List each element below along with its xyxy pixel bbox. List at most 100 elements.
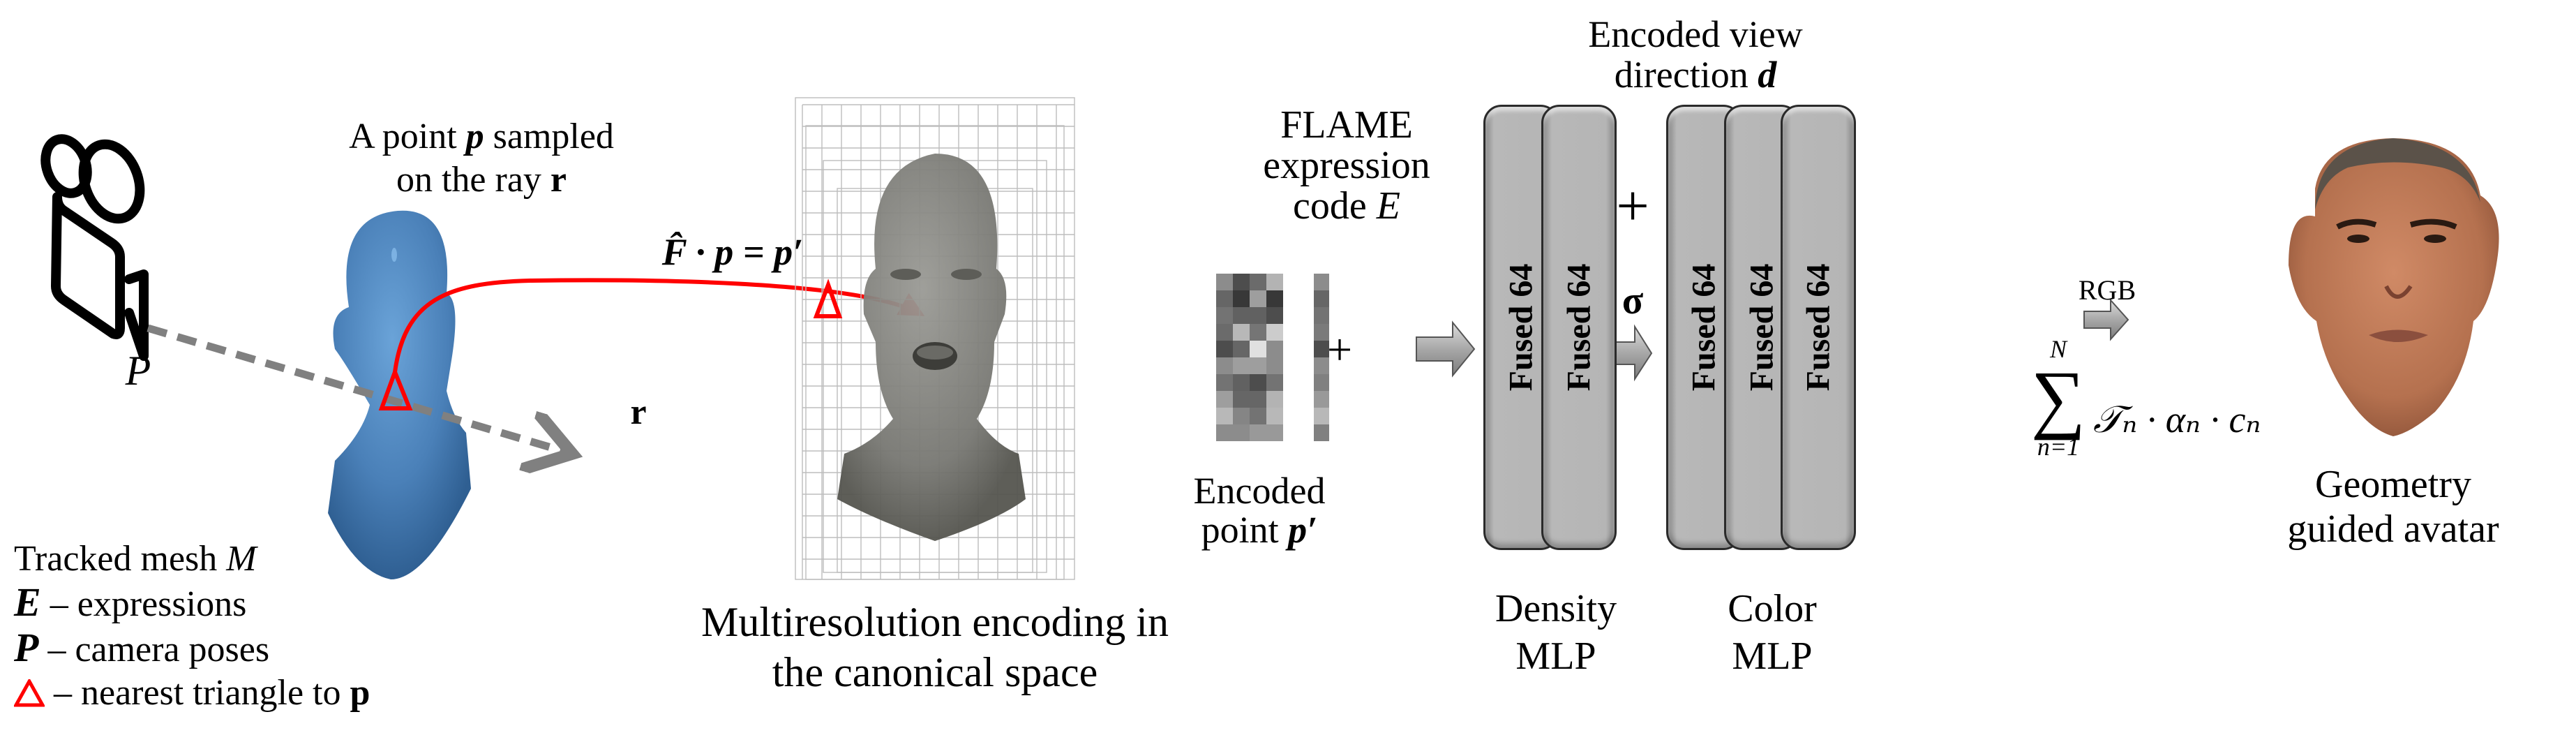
encoding-cell [1216, 408, 1233, 424]
encoding-cell [1266, 424, 1283, 441]
plus-symbol-view: + [1616, 174, 1649, 239]
encoding-cell [1216, 324, 1233, 341]
encoding-cell [1233, 374, 1250, 391]
encoding-cell [1216, 357, 1233, 374]
expression-code-cell [1314, 290, 1329, 307]
layer-label: Fused 64 [1743, 263, 1781, 392]
sampled-point-line1: A point [349, 117, 457, 156]
expression-code-bar [1314, 274, 1329, 441]
encoded-point-label: Encoded point p′ [1179, 471, 1340, 549]
encoding-cell [1233, 424, 1250, 441]
layer-label: Fused 64 [1502, 263, 1540, 392]
arrow-rgb-output [2083, 298, 2129, 341]
ray-label: r [630, 392, 647, 432]
avatar-face-image [2289, 138, 2499, 436]
color-caption-line2: MLP [1732, 635, 1813, 678]
encoding-cell [1266, 374, 1283, 391]
density-mlp-caption: Density MLP [1486, 585, 1626, 680]
legend-symbol-e: E [14, 579, 41, 625]
encoding-cell [1216, 374, 1233, 391]
legend: Tracked mesh M E – expressions P – camer… [13, 538, 370, 715]
flame-label-var: E [1376, 184, 1400, 228]
flame-label-line2: expression [1263, 144, 1430, 187]
sampled-point-label: A point p sampled on the ray r [307, 115, 656, 202]
layer-label: Fused 64 [1560, 263, 1598, 392]
density-caption-line1: Density [1495, 587, 1617, 630]
encoding-cell [1266, 391, 1283, 408]
sampled-point-line1-rest: sampled [493, 117, 614, 156]
color-mlp-layer-3: Fused 64 [1781, 105, 1856, 550]
flame-expression-label: FLAME expression code E [1242, 105, 1451, 226]
ray-line [147, 324, 572, 454]
expression-code-cell [1314, 307, 1329, 324]
flame-label-line1: FLAME [1280, 103, 1413, 147]
expression-code-cell [1314, 424, 1329, 441]
encoded-point-line2: point [1201, 509, 1279, 551]
legend-title-var: M [226, 539, 257, 579]
output-caption-line2: guided avatar [2287, 507, 2499, 551]
encoding-cell [1233, 341, 1250, 357]
nearest-triangle-marker [378, 366, 413, 410]
canonical-space-caption: Multiresolution encoding in the canonica… [656, 597, 1214, 697]
encoding-cell [1266, 408, 1283, 424]
encoding-cell [1233, 408, 1250, 424]
summation-symbol: N ∑ n=1 [2020, 335, 2097, 461]
deformation-equation: F̂ · p = p′ [661, 231, 804, 273]
sampled-point-line2: on the ray [396, 160, 541, 200]
encoding-cell [1233, 307, 1250, 324]
legend-item-camera-poses: P – camera poses [14, 626, 370, 672]
canonical-head [837, 154, 1026, 541]
encoding-cell [1216, 341, 1233, 357]
legend-item-expressions: E – expressions [14, 581, 370, 626]
encoded-point-var: p′ [1288, 509, 1318, 551]
encoding-cell [1233, 391, 1250, 408]
layer-label: Fused 64 [1685, 263, 1723, 392]
encoding-cell [1250, 324, 1266, 341]
sampled-point-ray-var: r [550, 160, 567, 200]
legend-title-text: Tracked mesh [14, 539, 218, 579]
encoding-cell [1266, 341, 1283, 357]
legend-text-expressions: – expressions [50, 584, 247, 624]
encoding-cell [1250, 424, 1266, 441]
expression-code-cell [1314, 324, 1329, 341]
arrow-to-density-mlp [1416, 320, 1476, 378]
expression-code-cell [1314, 341, 1329, 357]
encoding-cell [1266, 307, 1283, 324]
encoding-cell [1250, 357, 1266, 374]
view-direction-line2: direction [1614, 54, 1748, 96]
encoding-cell [1233, 357, 1250, 374]
plus-symbol-encoding: + [1326, 325, 1353, 374]
expression-code-cell [1314, 391, 1329, 408]
encoding-cell [1216, 290, 1233, 307]
color-mlp-caption: Color MLP [1702, 585, 1842, 680]
expression-code-cell [1314, 374, 1329, 391]
deformation-arrow [393, 278, 925, 373]
grid-box [805, 125, 1065, 580]
legend-title: Tracked mesh M [14, 538, 370, 581]
color-caption-line1: Color [1728, 587, 1817, 630]
encoding-cell [1216, 307, 1233, 324]
encoding-cell [1233, 290, 1250, 307]
layer-label: Fused 64 [1799, 263, 1837, 392]
encoded-point-grid [1216, 274, 1283, 441]
output-caption-line1: Geometry [2315, 463, 2471, 506]
encoding-cell [1250, 408, 1266, 424]
output-caption: Geometry guided avatar [2261, 462, 2526, 551]
sum-upper-limit: N [2049, 335, 2067, 363]
view-direction-var: d [1758, 54, 1777, 96]
encoding-cell [1250, 391, 1266, 408]
sum-lower-limit: n=1 [2037, 433, 2080, 461]
tracked-mesh-head [328, 210, 471, 579]
encoding-cell [1250, 274, 1266, 290]
density-mlp-layer-2: Fused 64 [1541, 105, 1617, 550]
encoding-cell [1266, 357, 1283, 374]
encoding-cell [1250, 290, 1266, 307]
expression-code-cell [1314, 274, 1329, 290]
encoding-cell [1250, 374, 1266, 391]
canonical-caption-line2: the canonical space [772, 649, 1098, 695]
encoding-cell [1216, 274, 1233, 290]
sigma-label: σ [1622, 279, 1644, 323]
sigma-sum-glyph: ∑ [2030, 355, 2086, 440]
sampled-point-var: p [465, 117, 484, 156]
